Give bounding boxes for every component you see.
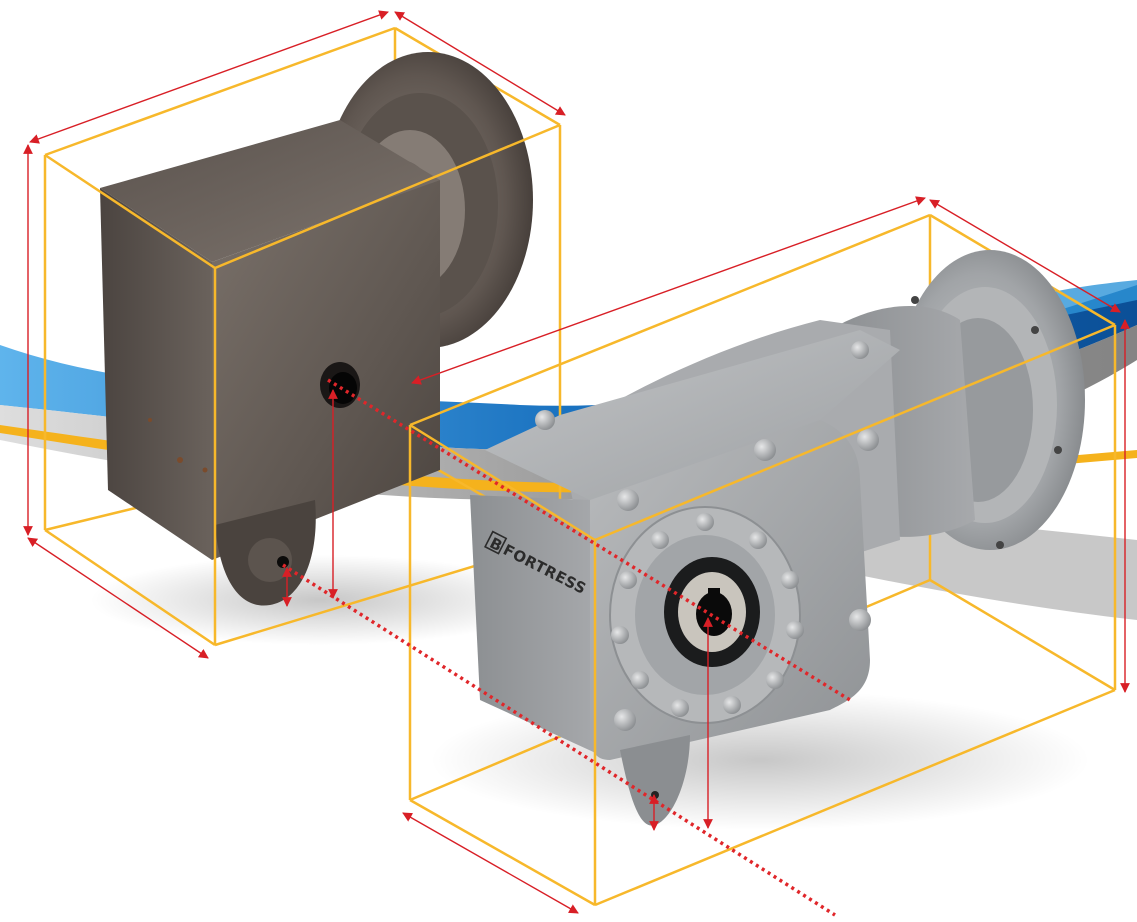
new-depth-arrow bbox=[929, 199, 1121, 313]
old-depth-arrow bbox=[394, 11, 566, 116]
old-gearbox bbox=[100, 52, 533, 606]
old-gearbox-top bbox=[100, 120, 440, 262]
dimension-arrows bbox=[23, 10, 1130, 914]
new-gearbox bbox=[470, 250, 1085, 826]
new-length-arrow bbox=[411, 196, 926, 385]
new-gearbox-torque-arm bbox=[620, 735, 690, 826]
old-gearbox-side bbox=[100, 188, 212, 560]
new-width-arrow bbox=[402, 812, 579, 914]
new-gearbox-left-face bbox=[470, 495, 600, 755]
new-gearbox-hollow-shaft bbox=[696, 592, 732, 636]
new-gearbox-flange-bolts bbox=[611, 513, 804, 717]
old-width-arrow bbox=[27, 537, 209, 659]
brand-logo-mark-box bbox=[484, 530, 508, 555]
old-length-arrow bbox=[29, 10, 389, 144]
new-gearbox-housing-bolts bbox=[535, 341, 879, 731]
